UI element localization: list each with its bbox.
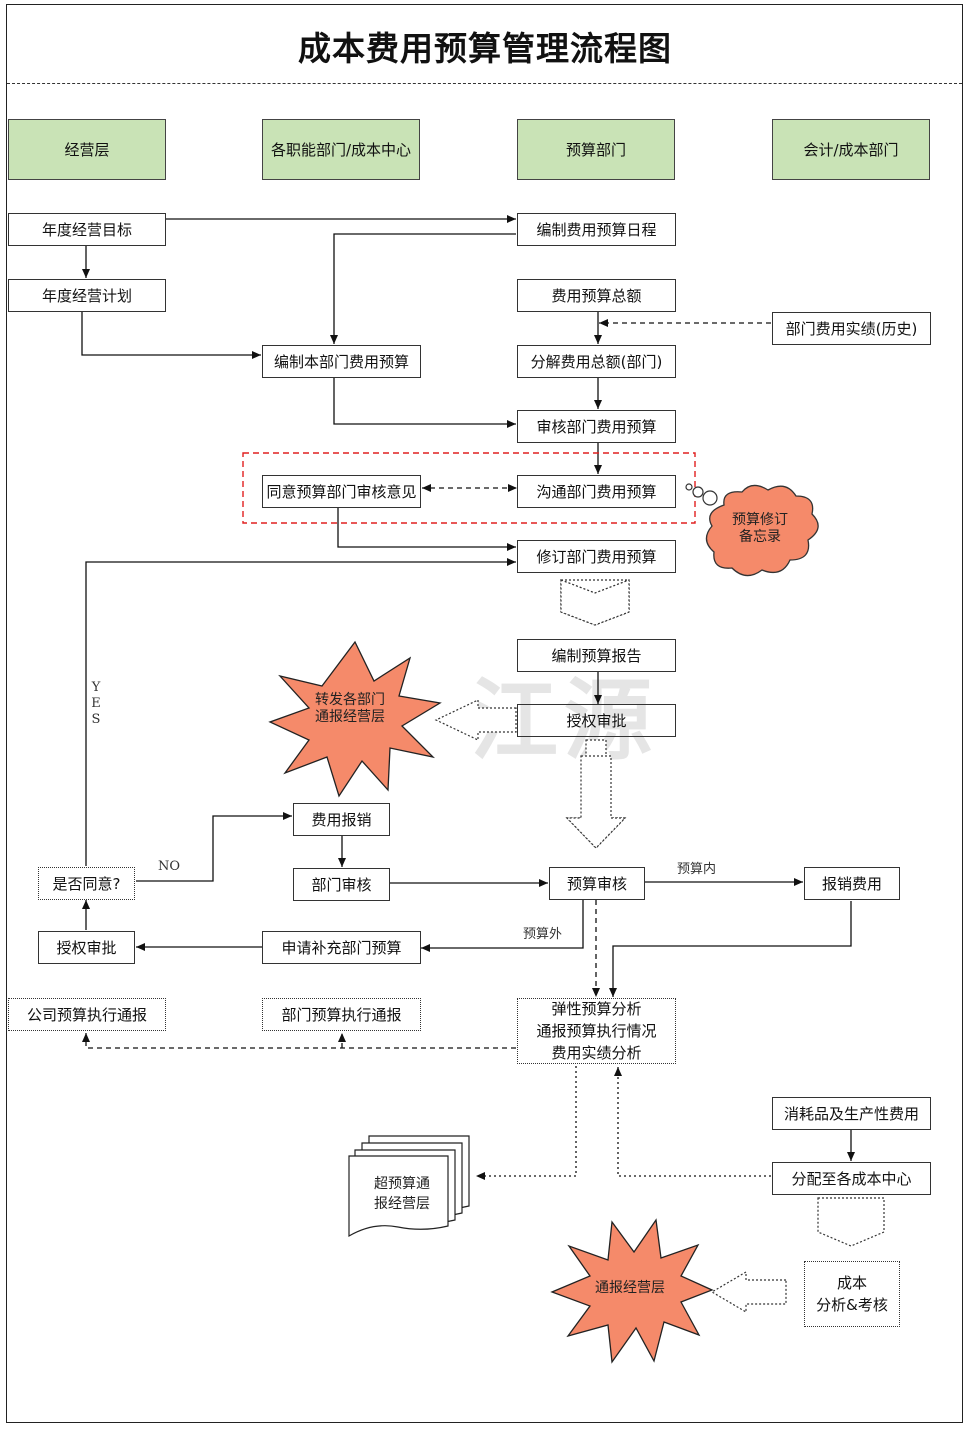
diagram-title: 成本费用预算管理流程图 <box>298 29 672 68</box>
node-review-dept: 审核部门费用预算 <box>517 410 676 443</box>
node-annual-plan: 年度经营计划 <box>8 279 166 312</box>
diagram-frame <box>6 4 963 1423</box>
node-reimburse: 报销费用 <box>804 867 900 900</box>
chevron-down-marker-2 <box>817 1197 885 1247</box>
node-allocate: 分配至各成本中心 <box>772 1162 931 1195</box>
node-revise: 修订部门费用预算 <box>517 540 676 573</box>
memo-text: 预算修订 备忘录 <box>732 512 788 545</box>
node-apply-extra: 申请补充部门预算 <box>262 931 421 964</box>
cost-analysis-line-2: 分析&考核 <box>816 1296 888 1314</box>
lane-accounting: 会计/成本部门 <box>772 119 930 180</box>
hollow-arrow-left-2 <box>710 1270 787 1314</box>
node-dept-history: 部门费用实绩(历史) <box>772 312 931 345</box>
notify-text: 通报经营层 <box>595 1280 665 1296</box>
node-approve: 授权审批 <box>517 704 676 737</box>
node-split-total: 分解费用总额(部门) <box>517 345 676 378</box>
node-approve-2: 授权审批 <box>38 931 135 964</box>
title-divider <box>7 83 962 84</box>
node-agree-question: 是否同意? <box>38 867 135 900</box>
analysis-line-3: 费用实绩分析 <box>551 1044 642 1062</box>
over-budget-text: 超预算通 报经营层 <box>374 1176 430 1212</box>
over-budget-documents <box>348 1135 470 1238</box>
analysis-line-1: 弹性预算分析 <box>551 1000 642 1018</box>
label-out-budget: 预算外 <box>523 927 563 942</box>
memo-cloud <box>685 483 819 577</box>
node-cost-analysis: 成本 分析&考核 <box>804 1261 900 1327</box>
hollow-arrow-left <box>434 699 517 741</box>
node-agree-opinion: 同意预算部门审核意见 <box>262 475 421 508</box>
node-company-report: 公司预算执行通报 <box>8 998 166 1031</box>
forward-text: 转发各部门 通报经营层 <box>315 692 385 725</box>
analysis-line-2: 通报预算执行情况 <box>536 1022 657 1040</box>
label-in-budget: 预算内 <box>677 862 717 877</box>
node-analysis: 弹性预算分析 通报预算执行情况 费用实绩分析 <box>517 998 676 1064</box>
node-dept-review: 部门审核 <box>293 868 390 901</box>
lane-budget-dept: 预算部门 <box>517 119 675 180</box>
node-dept-budget: 编制本部门费用预算 <box>262 345 421 378</box>
node-dept-report: 部门预算执行通报 <box>262 998 421 1031</box>
node-report: 编制预算报告 <box>517 639 676 672</box>
burst-notify <box>550 1218 714 1364</box>
node-expense-claim: 费用报销 <box>293 803 390 836</box>
lane-management: 经营层 <box>8 119 166 180</box>
communication-highlight <box>242 452 696 524</box>
cost-analysis-line-1: 成本 <box>836 1274 867 1292</box>
node-budget-total: 费用预算总额 <box>517 279 676 312</box>
node-schedule: 编制费用预算日程 <box>517 213 676 246</box>
label-yes: Y E S <box>91 680 101 727</box>
node-consumables: 消耗品及生产性费用 <box>772 1097 931 1130</box>
node-communicate: 沟通部门费用预算 <box>517 475 676 508</box>
node-budget-review: 预算审核 <box>549 867 645 900</box>
burst-forward <box>268 640 442 798</box>
node-annual-goal: 年度经营目标 <box>8 213 166 246</box>
label-no: NO <box>158 859 181 874</box>
lane-functional-depts: 各职能部门/成本中心 <box>262 119 420 180</box>
